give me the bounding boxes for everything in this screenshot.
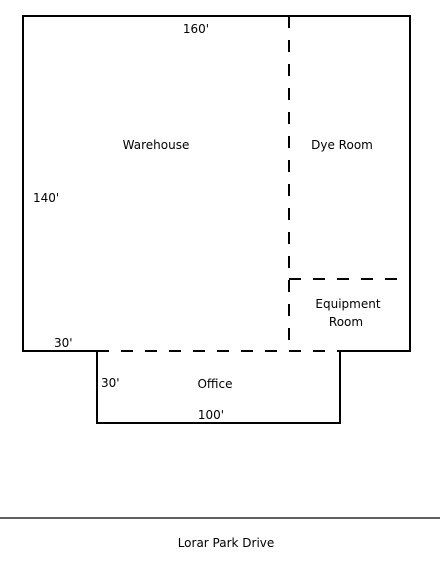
- street-name: Lorar Park Drive: [178, 536, 275, 550]
- dimension-top-width: 160': [183, 22, 209, 36]
- exterior-wall: [22, 15, 411, 424]
- room-label-warehouse: Warehouse: [123, 138, 190, 152]
- dimension-left-height: 140': [33, 191, 59, 205]
- room-label-office: Office: [197, 377, 232, 391]
- room-label-dye-room: Dye Room: [311, 138, 373, 152]
- room-label-equipment-room-line1: Equipment: [315, 297, 380, 311]
- room-label-equipment-room-line2: Room: [329, 315, 363, 329]
- dimension-office-width: 100': [198, 408, 224, 422]
- dimension-office-depth: 30': [101, 376, 120, 390]
- dimension-office-offset: 30': [54, 336, 73, 350]
